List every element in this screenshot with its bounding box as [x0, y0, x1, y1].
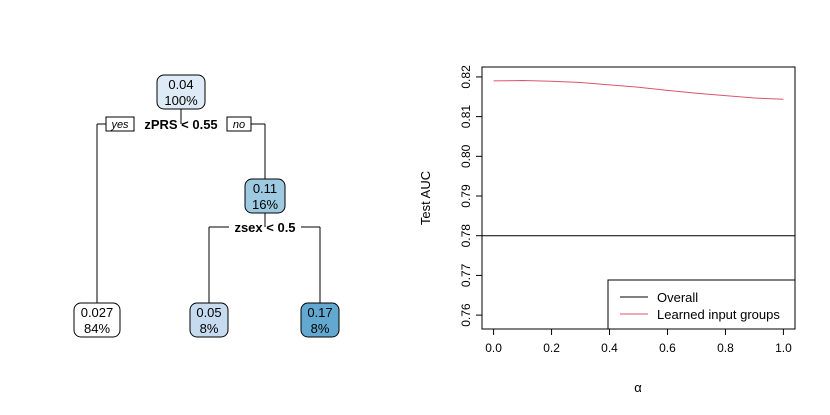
x-tick-label: 0.4	[601, 341, 618, 355]
tree-node-percent: 8%	[200, 321, 219, 336]
x-tick-label: 0.8	[717, 341, 734, 355]
tree-edges: zPRS < 0.55 yes no zsex < 0.5	[96, 109, 321, 303]
x-tick-label: 0.6	[659, 341, 676, 355]
x-axis-label: α	[634, 380, 642, 395]
edge-label-yes: yes	[110, 119, 129, 131]
edge-label-yes-box	[105, 116, 135, 132]
x-tick-label: 1.0	[775, 341, 792, 355]
split-label: zsex < 0.5	[234, 220, 295, 235]
y-axis: 0.76 0.77 0.78 0.79 0.80 0.81 0.82	[459, 65, 482, 327]
y-tick-label: 0.82	[459, 65, 473, 89]
y-tick-label: 0.77	[459, 263, 473, 287]
x-tick-label: 0.0	[485, 341, 502, 355]
y-axis-label: Test AUC	[418, 171, 433, 225]
tree-node-box	[244, 178, 286, 214]
legend-label: Learned input groups	[657, 307, 780, 322]
y-tick-label: 0.81	[459, 105, 473, 129]
tree-node-box	[73, 302, 121, 338]
legend-box	[607, 279, 796, 330]
tree-node-box	[156, 74, 206, 110]
y-tick-label: 0.76	[459, 303, 473, 327]
tree-node-value: 0.027	[81, 305, 114, 320]
tree-node-box	[300, 302, 340, 338]
y-tick-label: 0.80	[459, 144, 473, 168]
x-axis: 0.0 0.2 0.4 0.6 0.8 1.0	[485, 328, 792, 355]
tree-node-percent: 16%	[252, 197, 278, 212]
tree-node-box	[189, 302, 229, 338]
tree-node-percent: 100%	[164, 93, 198, 108]
legend-label: Overall	[657, 290, 698, 305]
tree-node-percent: 84%	[84, 321, 110, 336]
edge-label-no-box	[226, 116, 252, 132]
tree-node-value: 0.11	[253, 181, 277, 196]
y-tick-label: 0.79	[459, 184, 473, 208]
x-tick-label: 0.2	[543, 341, 560, 355]
split-label: zPRS < 0.55	[144, 117, 217, 132]
series-line-learned-input-groups	[493, 79, 784, 100]
tree-node-value: 0.17	[307, 305, 332, 320]
y-tick-label: 0.78	[459, 224, 473, 248]
tree-node-value: 0.04	[168, 77, 193, 92]
series-lines	[482, 79, 795, 237]
tree-node-percent: 8%	[311, 321, 330, 336]
edge-label-no: no	[233, 119, 245, 131]
tree-node-value: 0.05	[196, 305, 221, 320]
